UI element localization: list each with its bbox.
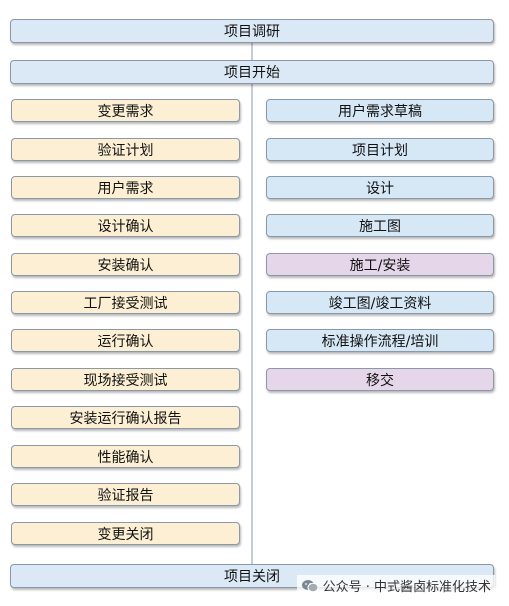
right-step-sop-training: 标准操作流程/培训 [266,329,494,352]
right-step-design: 设计 [266,176,494,199]
left-step-change-closure: 变更关闭 [11,522,240,545]
step-project-research: 项目调研 [10,19,494,43]
left-step-factory-acceptance-test: 工厂接受测试 [11,291,240,314]
left-step-user-requirements: 用户需求 [11,176,240,199]
right-step-project-plan: 项目计划 [266,138,494,161]
step-project-start: 项目开始 [10,60,494,84]
left-step-validation-report: 验证报告 [11,483,240,506]
left-step-operational-qualification: 运行确认 [11,329,240,352]
left-step-design-qualification: 设计确认 [11,214,240,237]
right-step-construction-drawings: 施工图 [266,214,494,237]
watermark-text: 公众号 · 中式酱卤标准化技术 [322,580,491,595]
left-step-installation-qualification: 安装确认 [11,253,240,276]
watermark: 公众号 · 中式酱卤标准化技术 [296,575,495,596]
right-step-user-requirements-draft: 用户需求草稿 [266,99,494,122]
right-step-as-built-documents: 竣工图/竣工资料 [266,291,494,314]
left-step-iq-oq-report: 安装运行确认报告 [11,406,240,429]
left-step-performance-qualification: 性能确认 [11,445,240,468]
right-step-handover: 移交 [266,368,494,391]
left-step-change-request: 变更需求 [11,99,240,122]
right-step-construction-installation: 施工/安装 [266,253,494,276]
left-step-site-acceptance-test: 现场接受测试 [11,368,240,391]
wechat-icon [301,579,319,593]
left-step-validation-plan: 验证计划 [11,138,240,161]
